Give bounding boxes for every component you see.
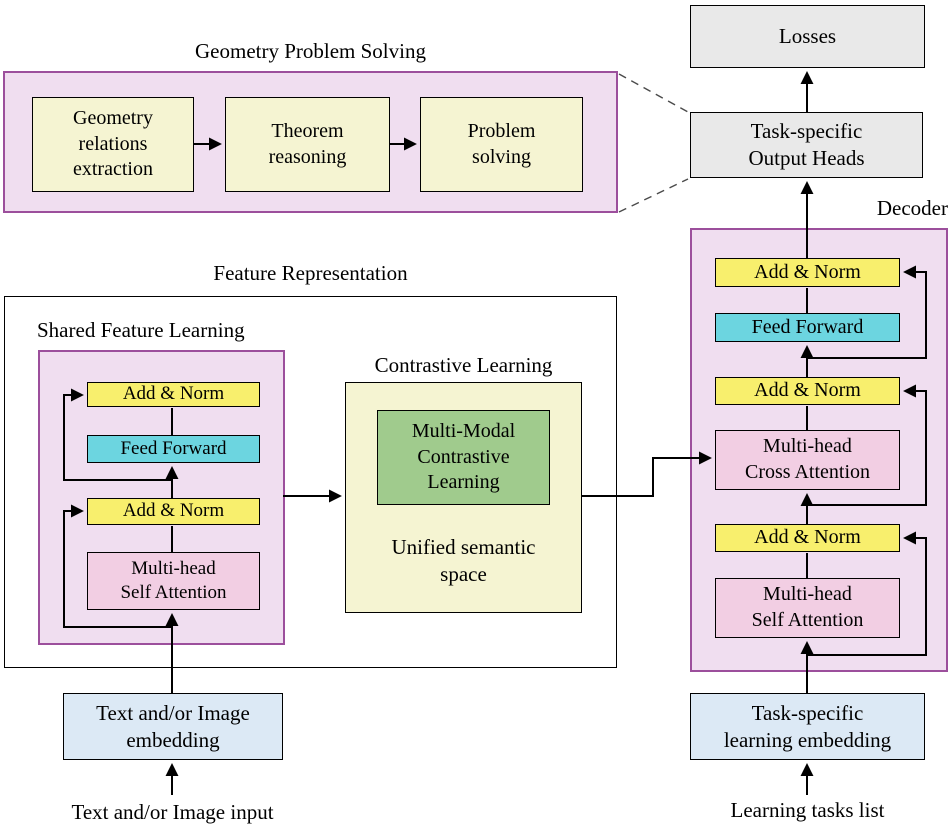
encoder-add-norm-bottom-box: Add & Norm: [87, 498, 260, 525]
geometry-problem-solving-title: Geometry Problem Solving: [195, 39, 426, 63]
encoder-multi-head-self-attention-box: Multi-head Self Attention: [87, 552, 260, 610]
learning-tasks-list-label: Learning tasks list: [730, 798, 885, 822]
task-specific-learning-embedding-box: Task-specific learning embedding: [690, 693, 925, 760]
geometry-relations-extraction-box: Geometry relations extraction: [32, 97, 194, 192]
problem-solving-box: Problem solving: [420, 97, 583, 192]
task-specific-output-heads-box: Task-specific Output Heads: [690, 112, 923, 178]
losses-box: Losses: [690, 5, 925, 68]
decoder-add-norm-mid-box: Add & Norm: [715, 377, 900, 405]
decoder-multi-head-self-attention-box: Multi-head Self Attention: [715, 578, 900, 638]
decoder-add-norm-bottom-box: Add & Norm: [715, 524, 900, 552]
multi-modal-contrastive-learning-box: Multi-Modal Contrastive Learning: [377, 410, 550, 505]
unified-semantic-space-caption: Unified semantic space: [391, 535, 536, 587]
decoder-feed-forward-box: Feed Forward: [715, 313, 900, 342]
dashed-callout-bottom: [618, 178, 689, 213]
feature-representation-title: Feature Representation: [213, 261, 408, 285]
decoder-add-norm-top-box: Add & Norm: [715, 258, 900, 287]
encoder-add-norm-top-box: Add & Norm: [87, 382, 260, 407]
decoder-label: Decoder: [876, 196, 948, 220]
decoder-multi-head-cross-attention-box: Multi-head Cross Attention: [715, 430, 900, 490]
text-image-input-label: Text and/or Image input: [71, 800, 274, 824]
shared-feature-learning-title: Shared Feature Learning: [37, 318, 245, 342]
encoder-feed-forward-box: Feed Forward: [87, 435, 260, 463]
text-image-embedding-box: Text and/or Image embedding: [63, 693, 283, 760]
contrastive-learning-title: Contrastive Learning: [374, 353, 553, 377]
dashed-callout-top: [618, 73, 689, 113]
theorem-reasoning-box: Theorem reasoning: [225, 97, 390, 192]
